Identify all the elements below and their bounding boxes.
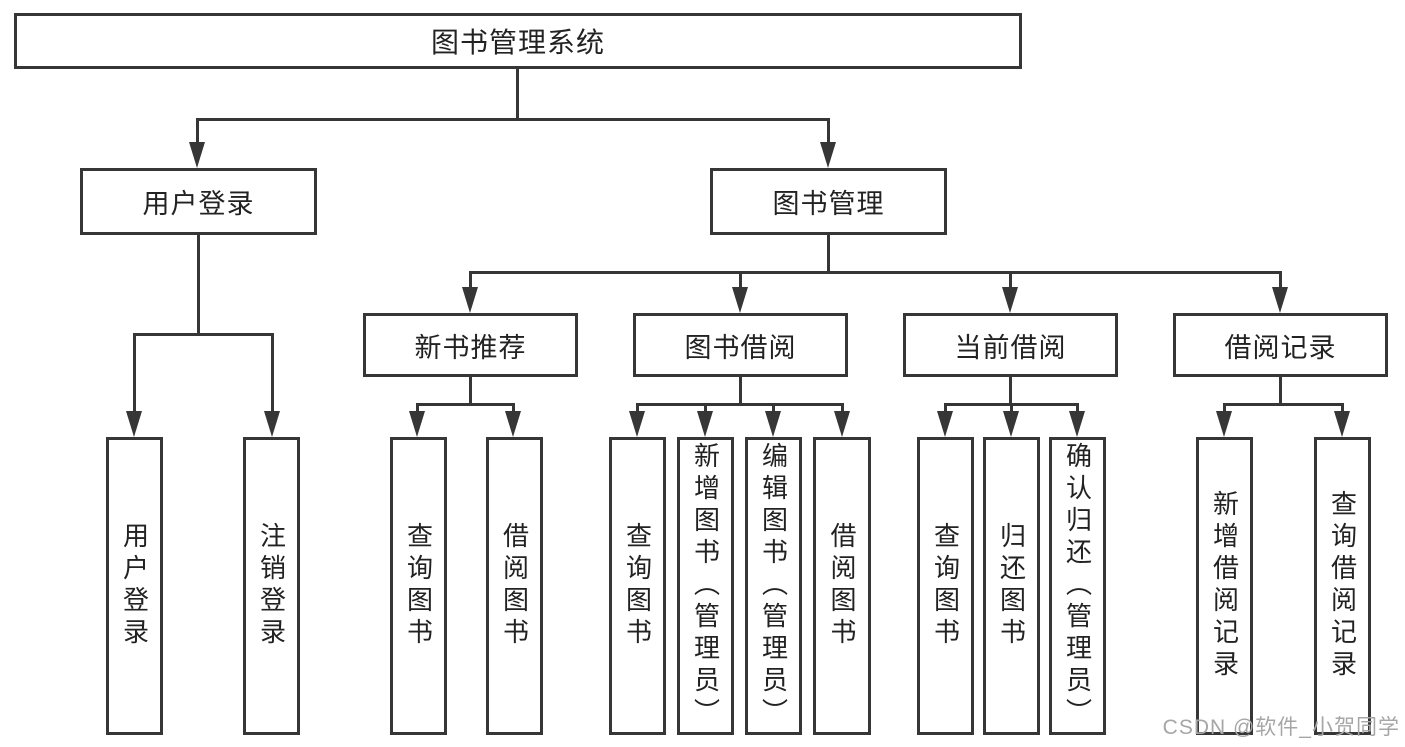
arrowhead-borrow-leaf-1 xyxy=(629,411,645,437)
arrowhead-borrow-leaf-4 xyxy=(834,411,850,437)
node-user-login: 用户登录 xyxy=(80,168,317,235)
leaf-records-add-label: 新增借阅记录 xyxy=(1209,490,1240,682)
leaf-newbook-borrow-label: 借阅图书 xyxy=(499,522,530,650)
leaf-borrow-edit-admin-label: 编辑图书（管理员） xyxy=(758,442,789,730)
node-root: 图书管理系统 xyxy=(14,13,1022,69)
node-records-label: 借阅记录 xyxy=(1224,332,1337,363)
connector-records-stem-1 xyxy=(1223,403,1226,415)
connector-current-vline xyxy=(1009,377,1012,406)
leaf-borrow-query-label: 查询图书 xyxy=(622,522,653,650)
leaf-records-query-label: 查询借阅记录 xyxy=(1327,490,1358,682)
leaf-borrow-borrow-label: 借阅图书 xyxy=(827,522,857,650)
leaf-newbook-query: 查询图书 xyxy=(390,437,447,735)
connector-mgmt-vline xyxy=(827,235,830,274)
leaf-logout: 注销登录 xyxy=(243,437,300,735)
leaf-current-query-label: 查询图书 xyxy=(930,522,961,650)
leaf-borrow-add-admin: 新增图书（管理员） xyxy=(677,437,734,735)
connector-current-stem-2 xyxy=(1010,403,1013,415)
leaf-records-query: 查询借阅记录 xyxy=(1314,437,1371,735)
connector-borrow-stem-2 xyxy=(704,403,707,415)
node-borrow: 图书借阅 xyxy=(633,313,848,377)
arrowhead-newbook-leaf-1 xyxy=(409,411,425,437)
arrowhead-current-leaf-3 xyxy=(1069,411,1085,437)
connector-newbook-stem-1 xyxy=(416,403,419,415)
connector-newbook-stem-2 xyxy=(512,403,515,415)
connector-root-hline xyxy=(196,118,830,121)
arrowhead-borrow xyxy=(732,287,748,313)
node-records: 借阅记录 xyxy=(1173,313,1388,377)
arrowhead-borrow-leaf-2 xyxy=(697,411,713,437)
connector-root-stem-left xyxy=(196,118,199,146)
arrowhead-leaf-logout xyxy=(264,411,280,437)
leaf-current-return: 归还图书 xyxy=(983,437,1040,735)
connector-records-vline xyxy=(1279,377,1282,406)
leaf-newbook-borrow: 借阅图书 xyxy=(486,437,543,735)
leaf-current-confirm-admin: 确认归还（管理员） xyxy=(1049,437,1106,735)
node-current: 当前借阅 xyxy=(903,313,1118,377)
arrowhead-borrow-leaf-3 xyxy=(765,411,781,437)
arrowhead-user-login xyxy=(189,142,205,168)
connector-current-stem-1 xyxy=(944,403,947,415)
connector-root-stem-right xyxy=(827,118,830,146)
connector-login-stem-right xyxy=(271,333,274,413)
arrowhead-records xyxy=(1272,287,1288,313)
connector-borrow-stem-3 xyxy=(772,403,775,415)
arrowhead-book-mgmt xyxy=(820,142,836,168)
connector-records-stem-2 xyxy=(1341,403,1344,415)
leaf-current-query: 查询图书 xyxy=(917,437,974,735)
node-new-book-label: 新书推荐 xyxy=(414,332,527,363)
leaf-borrow-add-admin-label: 新增图书（管理员） xyxy=(690,442,721,730)
node-book-mgmt-label: 图书管理 xyxy=(772,189,885,219)
arrowhead-current xyxy=(1002,287,1018,313)
arrowhead-newbook-leaf-2 xyxy=(505,411,521,437)
node-book-mgmt: 图书管理 xyxy=(710,168,947,235)
leaf-current-confirm-admin-label: 确认归还（管理员） xyxy=(1062,442,1093,730)
connector-newbook-hline xyxy=(416,403,515,406)
node-root-label: 图书管理系统 xyxy=(430,27,605,58)
leaf-newbook-query-label: 查询图书 xyxy=(403,522,434,650)
connector-borrow-stem-1 xyxy=(636,403,639,415)
leaf-current-return-label: 归还图书 xyxy=(996,522,1027,650)
node-borrow-label: 图书借阅 xyxy=(684,332,797,363)
node-current-label: 当前借阅 xyxy=(954,332,1067,363)
connector-mgmt-hline xyxy=(469,271,1282,274)
leaf-borrow-edit-admin: 编辑图书（管理员） xyxy=(745,437,802,735)
connector-mgmt-stem-3 xyxy=(1009,271,1012,291)
node-new-book: 新书推荐 xyxy=(363,313,578,377)
connector-login-hline xyxy=(133,333,274,336)
connector-borrow-vline xyxy=(739,377,742,406)
connector-newbook-vline xyxy=(469,377,472,406)
leaf-logout-label: 注销登录 xyxy=(256,522,287,650)
connector-borrow-stem-4 xyxy=(841,403,844,415)
arrowhead-records-leaf-1 xyxy=(1216,411,1232,437)
arrowhead-current-leaf-2 xyxy=(1003,411,1019,437)
connector-login-vline xyxy=(197,235,200,336)
connector-mgmt-stem-2 xyxy=(739,271,742,291)
arrowhead-leaf-login xyxy=(126,411,142,437)
connector-mgmt-stem-1 xyxy=(469,271,472,291)
connector-root-vline xyxy=(516,67,519,120)
leaf-borrow-borrow: 借阅图书 xyxy=(813,437,871,735)
arrowhead-records-leaf-2 xyxy=(1334,411,1350,437)
connector-mgmt-stem-4 xyxy=(1279,271,1282,291)
csdn-watermark: CSDN @软件_小贺同学 xyxy=(1162,716,1400,739)
leaf-borrow-query: 查询图书 xyxy=(609,437,666,735)
leaf-user-login-label: 用户登录 xyxy=(119,522,150,650)
connector-records-hline xyxy=(1223,403,1344,406)
node-user-login-label: 用户登录 xyxy=(142,189,255,219)
leaf-records-add: 新增借阅记录 xyxy=(1196,437,1253,735)
connector-borrow-hline xyxy=(636,403,844,406)
connector-current-stem-3 xyxy=(1076,403,1079,415)
leaf-user-login: 用户登录 xyxy=(106,437,163,735)
connector-login-stem-left xyxy=(133,333,136,413)
arrowhead-new-book xyxy=(462,287,478,313)
arrowhead-current-leaf-1 xyxy=(937,411,953,437)
